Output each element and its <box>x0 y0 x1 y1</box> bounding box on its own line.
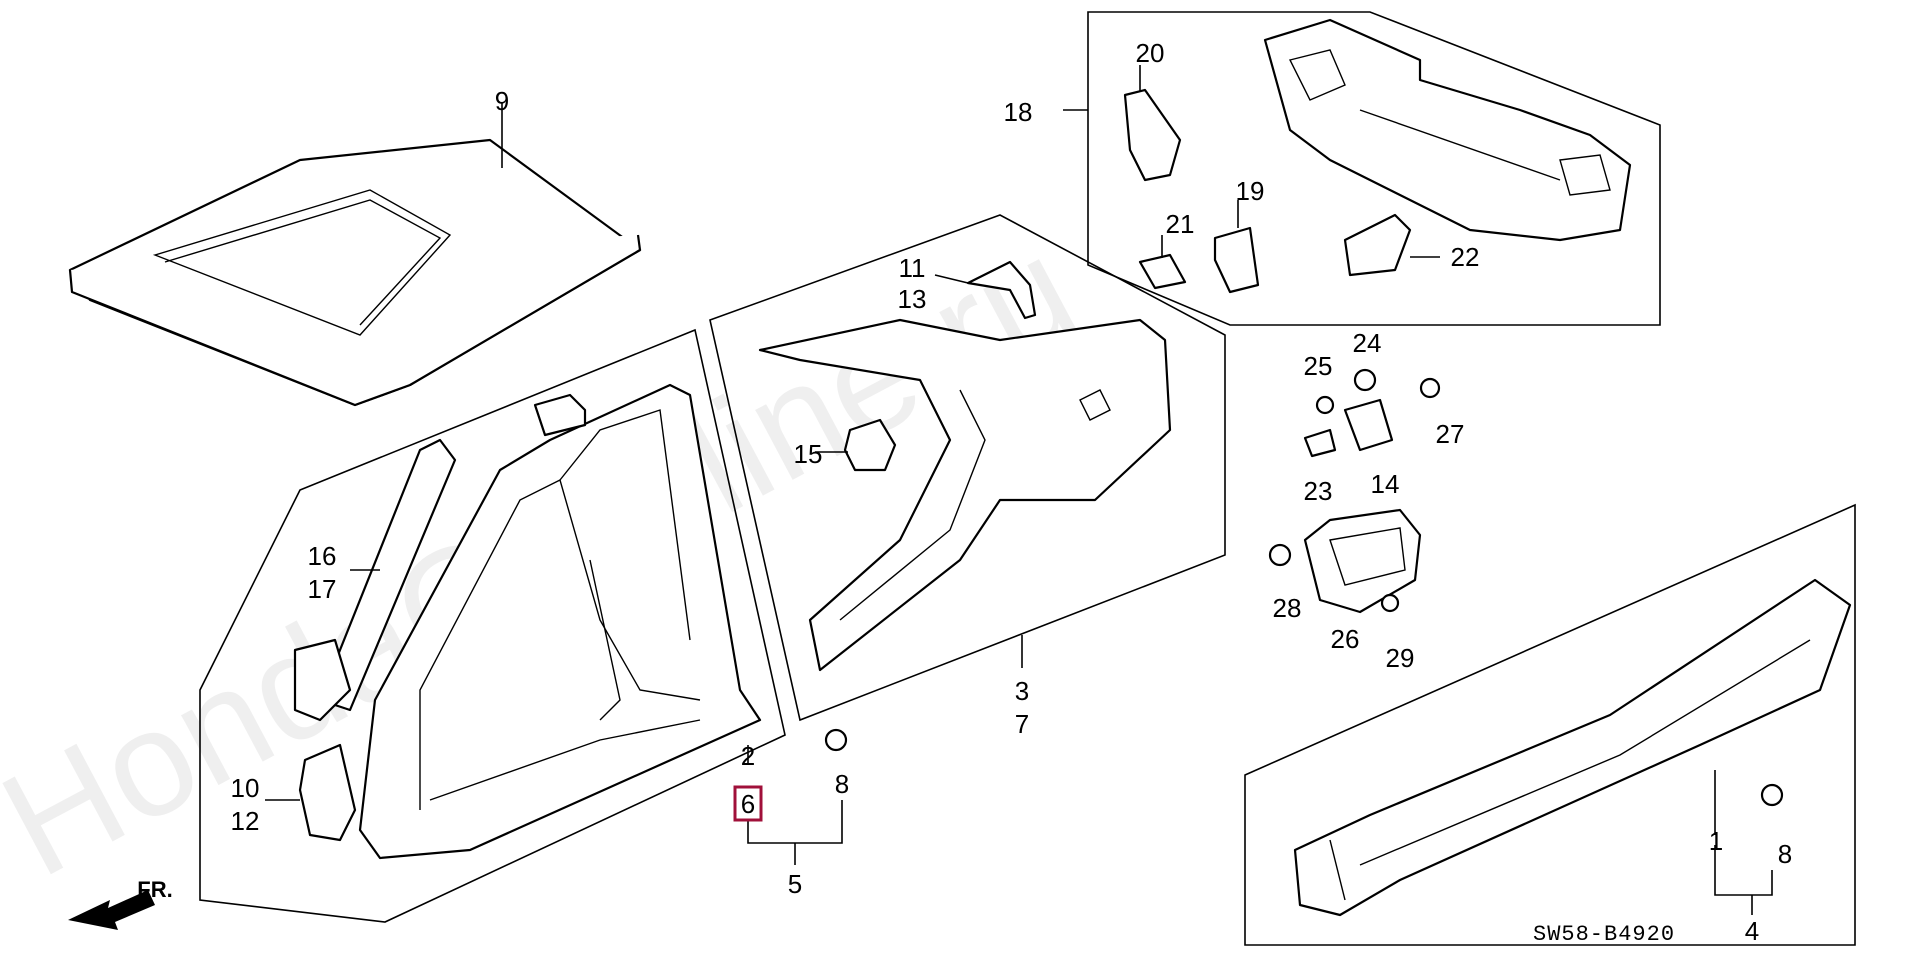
callout-12[interactable]: 12 <box>231 806 260 836</box>
callout-17[interactable]: 17 <box>308 574 337 604</box>
callout-16[interactable]: 16 <box>308 541 337 571</box>
rear-panel-frame <box>1087 11 1661 326</box>
part-14[interactable] <box>1343 398 1394 452</box>
part-19[interactable] <box>1213 226 1260 294</box>
callout-3[interactable]: 3 <box>1015 676 1029 706</box>
callout-4[interactable]: 4 <box>1745 916 1759 946</box>
callout-10[interactable]: 10 <box>231 773 260 803</box>
part-21[interactable] <box>1138 253 1187 290</box>
side-panel-frame <box>199 328 786 923</box>
part-27[interactable] <box>1419 377 1441 399</box>
part-29[interactable] <box>1380 593 1400 613</box>
callout-25[interactable]: 25 <box>1304 351 1333 381</box>
part-22[interactable] <box>1343 213 1412 277</box>
quarter-panel[interactable] <box>758 318 1172 672</box>
rear-panel[interactable] <box>1263 18 1632 242</box>
part-26[interactable] <box>1303 508 1422 614</box>
side-sill[interactable] <box>1293 578 1852 917</box>
diagram-code: SW58-B4920 <box>1533 922 1675 947</box>
callout-26[interactable]: 26 <box>1331 624 1360 654</box>
callout-28[interactable]: 28 <box>1273 593 1302 623</box>
upper-bracket[interactable] <box>293 638 352 722</box>
part-20[interactable] <box>1123 88 1182 182</box>
outer-side-panel[interactable] <box>358 383 762 860</box>
clip-8-right[interactable] <box>1760 783 1784 807</box>
callout-19[interactable]: 19 <box>1236 176 1265 206</box>
callout-1[interactable]: 1 <box>1709 826 1723 856</box>
callout-9[interactable]: 9 <box>495 86 509 116</box>
callout-8-left[interactable]: 8 <box>835 769 849 799</box>
callout-20[interactable]: 20 <box>1136 38 1165 68</box>
callout-18[interactable]: 18 <box>1004 97 1033 127</box>
clip-8-left[interactable] <box>824 728 848 752</box>
part-24[interactable] <box>1353 368 1377 392</box>
sill-frame <box>1244 503 1856 946</box>
part-23[interactable] <box>1303 428 1337 458</box>
pillar-top-bracket[interactable] <box>533 393 587 437</box>
callout-15[interactable]: 15 <box>794 439 823 469</box>
lower-bracket[interactable] <box>298 743 357 842</box>
direction-label: FR. <box>137 877 172 902</box>
callout-11[interactable]: 11 <box>899 253 926 283</box>
part-28[interactable] <box>1268 543 1292 567</box>
callout-21[interactable]: 21 <box>1166 209 1195 239</box>
front-arrow-icon <box>68 890 155 930</box>
callout-27[interactable]: 27 <box>1436 419 1465 449</box>
roof-panel[interactable] <box>68 138 642 407</box>
callout-6[interactable]: 6 <box>741 789 755 819</box>
leader-lines <box>265 65 1773 915</box>
center-pillar[interactable] <box>318 438 457 712</box>
callout-23[interactable]: 23 <box>1304 476 1333 506</box>
callout-14[interactable]: 14 <box>1371 469 1400 499</box>
quarter-panel-frame <box>709 214 1226 722</box>
callout-7[interactable]: 7 <box>1015 709 1029 739</box>
callout-29[interactable]: 29 <box>1386 643 1415 673</box>
callout-13[interactable]: 13 <box>898 284 927 314</box>
part-25[interactable] <box>1315 395 1335 415</box>
callout-5[interactable]: 5 <box>788 869 802 899</box>
callout-8-right[interactable]: 8 <box>1778 839 1792 869</box>
callout-24[interactable]: 24 <box>1353 328 1382 358</box>
callout-22[interactable]: 22 <box>1451 242 1480 272</box>
part-15[interactable] <box>843 418 897 472</box>
highlight-box <box>733 785 763 822</box>
callout-2[interactable]: 2 <box>741 741 755 771</box>
bracket-11-13[interactable] <box>966 260 1037 320</box>
